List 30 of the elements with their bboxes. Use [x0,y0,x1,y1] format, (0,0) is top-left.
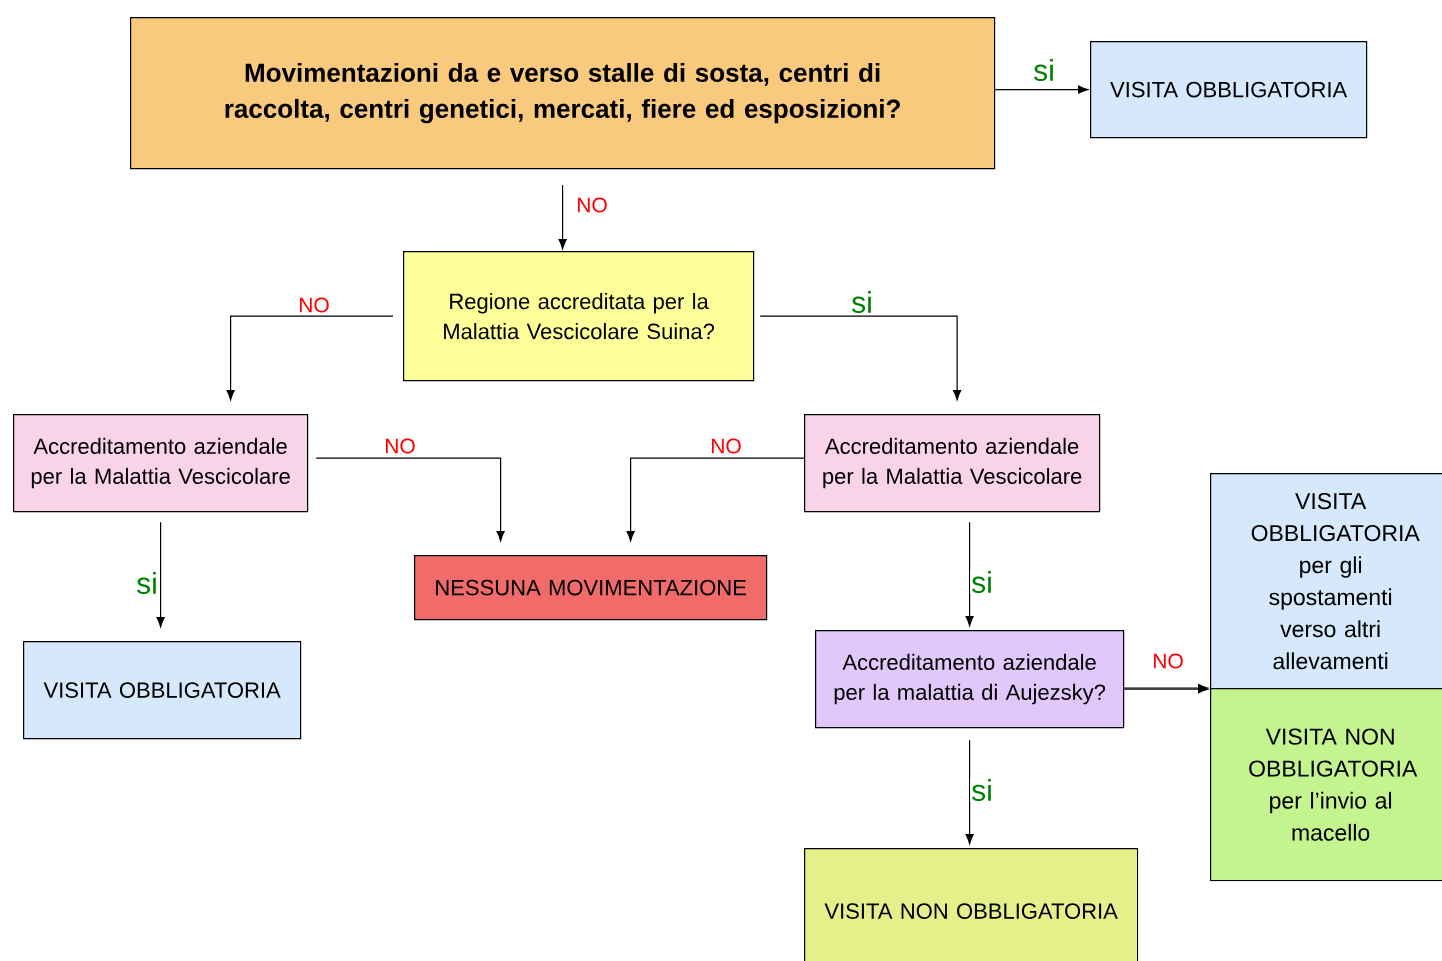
edge-label: si [970,778,994,803]
question-box: Accreditamento aziendale per la Malattia Vescicolare [804,414,1101,513]
arrow [558,184,567,250]
question-box: Accreditamento aziendale per la Malattia Vescicolare [13,414,309,513]
question-box: Accreditamento aziendale per la malattia di Aujezsky? [815,630,1125,729]
arrow [226,315,394,401]
edge-label: si [850,290,874,314]
outcome-box: NESSUNA MOVIMENTAZIONE [414,555,768,621]
outcome-box: VISITA NON OBBLIGATORIA [804,848,1139,961]
arrow [626,457,805,542]
arrow [315,457,505,542]
outcome-box: VISITA OBBLIGATORIA per gli spostamenti verso altri allevamenti [1210,473,1442,690]
outcome-box: VISITA NON OBBLIGATORIA per l’invio al macello [1210,688,1442,882]
edge-label: si [970,570,994,594]
arrow [965,739,974,845]
edge-label: si [1032,58,1056,82]
edge-label: NO [383,437,417,455]
outcome-box: VISITA OBBLIGATORIA [1090,41,1368,139]
outcome-box: VISITA OBBLIGATORIA [23,641,302,740]
edge-label: NO [575,196,609,214]
edge-label: NO [1151,652,1185,670]
edge-label: si [135,571,159,595]
edge-label: NO [297,296,331,314]
arrow [156,521,165,628]
question-box: Regione accreditata per la Malattia Vescicolare Suina? [403,251,755,382]
arrow [994,85,1089,94]
question-box: Movimentazioni da e verso stalle di sosta, centri di raccolta, centri genetici, mercati, fiere ed esposizioni? [130,17,996,170]
arrow [965,521,974,627]
arrow [759,315,962,401]
edge-label: NO [709,437,743,455]
